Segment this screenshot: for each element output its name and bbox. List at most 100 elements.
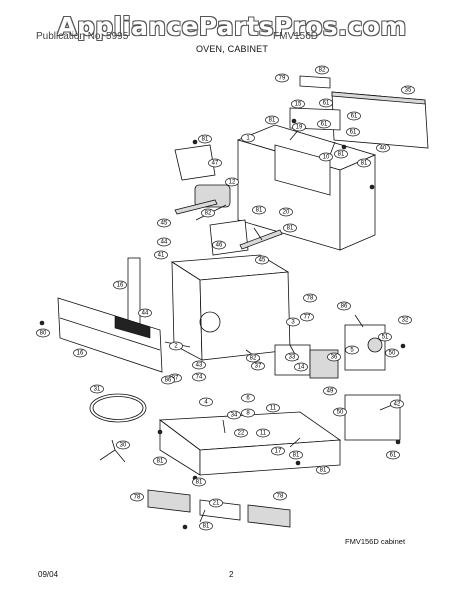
callout-bubble	[376, 143, 390, 153]
callout-number: 32	[402, 317, 409, 323]
air-duct	[209, 219, 249, 256]
part-callout: 81	[283, 223, 297, 233]
part-callout: 11	[266, 403, 280, 413]
callout-number: 81	[256, 207, 263, 213]
callout-number: 50	[389, 350, 396, 356]
section-title: OVEN, CABINET	[195, 44, 269, 54]
callout-number: 6	[246, 395, 250, 401]
watermark: AppliancePartsPros.com	[57, 12, 407, 41]
model-label: FMV156D	[273, 31, 319, 42]
callout-bubble	[157, 218, 171, 228]
callout-bubble	[73, 348, 87, 358]
callout-bubble	[291, 99, 305, 109]
callout-number: 81	[269, 117, 276, 123]
part-callout: 2	[169, 341, 183, 351]
part-callout: 79	[275, 73, 289, 83]
callout-number: 81	[196, 479, 203, 485]
part-callout: 80	[36, 328, 50, 338]
callout-bubble	[283, 223, 297, 233]
callout-bubble	[345, 345, 359, 355]
callout-bubble	[266, 403, 280, 413]
part-callout: 81	[265, 115, 279, 125]
part-callout: 33	[285, 352, 299, 362]
part-callout: 50	[385, 348, 399, 358]
callout-bubble	[130, 492, 144, 502]
callout-number: 82	[250, 355, 257, 361]
callout-bubble	[334, 149, 348, 159]
callout-number: 80	[40, 330, 47, 336]
part-callout: 78	[273, 491, 287, 501]
callout-number: 79	[279, 75, 286, 81]
callout-number: 78	[277, 493, 284, 499]
callout-bubble	[327, 352, 341, 362]
fan-housing	[174, 144, 216, 181]
callout-number: 22	[238, 430, 245, 436]
part-callout: 46	[212, 240, 226, 250]
callout-number: 11	[270, 405, 277, 411]
callout-bubble	[265, 115, 279, 125]
part-callout: 50	[333, 407, 347, 417]
part-callout: 42	[390, 399, 404, 409]
callout-bubble	[319, 98, 333, 108]
callout-bubble	[289, 450, 303, 460]
part-callout: 45	[255, 255, 269, 265]
callout-number: 61	[350, 129, 357, 135]
callout-bubble	[113, 280, 127, 290]
callout-bubble	[401, 85, 415, 95]
callout-bubble	[252, 205, 266, 215]
callout-bubble	[279, 207, 293, 217]
callout-bubble	[386, 450, 400, 460]
part-callout: 15	[291, 99, 305, 109]
vent-grille	[114, 315, 151, 339]
callout-bubble	[241, 408, 255, 418]
bottom-tray-right	[247, 504, 291, 528]
part-callout: 21	[209, 498, 223, 508]
callout-number: 3	[291, 319, 295, 325]
figure-caption: FMV156D cabinet	[345, 537, 406, 546]
part-callout: 19	[292, 122, 306, 132]
part-callout: 17	[271, 446, 285, 456]
turntable-ring	[89, 393, 147, 423]
part-callout: 20	[279, 207, 293, 217]
callout-bubble	[169, 341, 183, 351]
callout-bubble	[323, 386, 337, 396]
part-callout: 61	[346, 127, 360, 137]
callout-number: 15	[295, 101, 302, 107]
part-callout: 16	[73, 348, 87, 358]
footer-page-number: 2	[229, 570, 234, 579]
callout-number: 16	[117, 282, 124, 288]
publication-label: Publication No. 5995	[36, 31, 129, 42]
rail-left	[174, 199, 218, 215]
callout-number: 81	[203, 523, 210, 529]
base-plate-front	[199, 439, 341, 476]
part-callout: 49	[323, 386, 337, 396]
part-callout: 11	[256, 428, 270, 438]
callout-bubble	[246, 353, 260, 363]
callout-number: 31	[94, 386, 101, 392]
callout-bubble	[303, 293, 317, 303]
part-callout: 78	[130, 492, 144, 502]
callout-bubble	[192, 477, 206, 487]
turntable-opening	[199, 311, 221, 333]
callout-bubble	[199, 397, 213, 407]
control-part	[367, 337, 383, 353]
callout-bubble	[315, 65, 329, 75]
callout-number: 36	[331, 354, 338, 360]
callout-number: 21	[213, 500, 220, 506]
callout-bubble	[251, 361, 265, 371]
callout-number: 81	[338, 151, 345, 157]
callout-bubble	[225, 177, 239, 187]
callout-bubble	[90, 384, 104, 394]
part-callout: 5	[345, 345, 359, 355]
callout-bubble	[199, 521, 213, 531]
callout-bubble	[271, 446, 285, 456]
callout-bubble	[285, 352, 299, 362]
callout-bubble	[116, 440, 130, 450]
part-callout: 16	[113, 280, 127, 290]
callout-bubble	[317, 119, 331, 129]
callout-number: 42	[394, 401, 401, 407]
callout-number: 17	[275, 448, 282, 454]
callout-bubble	[36, 328, 50, 338]
callout-number: 82	[319, 67, 326, 73]
callout-number: 81	[320, 467, 327, 473]
